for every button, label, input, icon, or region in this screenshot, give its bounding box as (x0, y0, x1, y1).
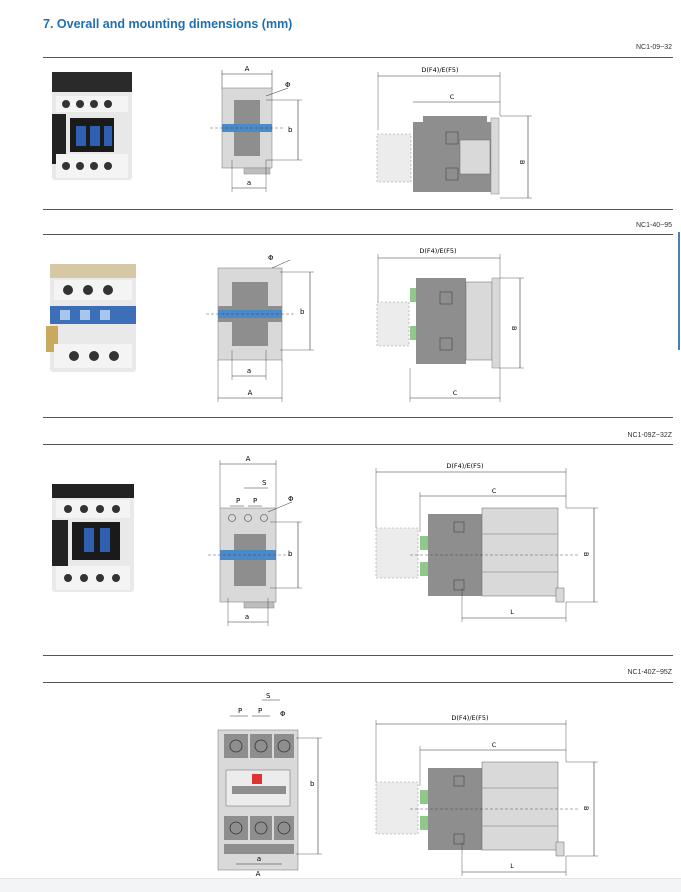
front-view-2: Φ b a A (206, 254, 314, 402)
model-label-2: NC1-40~95 (636, 222, 672, 229)
dim-D-1: D(F4)/E(F5) (421, 66, 458, 74)
section-rule-3a (43, 417, 673, 418)
section-nc1-40-95: Φ b a A D(F4)/E(F5) B C (46, 247, 524, 402)
dim-B-3: B (582, 552, 590, 556)
dim-S-3: S (262, 479, 267, 487)
dim-phi-1: Φ (285, 81, 291, 89)
dim-P-4a: P (238, 707, 242, 715)
dim-P-3a: P (236, 497, 240, 505)
section-rule-1 (43, 57, 673, 58)
dim-D-3: D(F4)/E(F5) (446, 462, 483, 470)
front-view-3: A S P P Φ b a (208, 455, 302, 626)
front-view-4: P P S Φ b a A (217, 692, 322, 878)
dim-b-1: b (288, 126, 293, 134)
dim-A-2: A (248, 389, 253, 397)
front-view-1: A Φ b a (210, 65, 302, 192)
product-photo-1 (52, 72, 132, 180)
side-view-3: D(F4)/E(F5) C B L (375, 462, 598, 622)
dim-S-4: S (266, 692, 271, 700)
dim-L-4: L (510, 862, 514, 870)
dim-B-1: B (518, 160, 526, 164)
dim-L-3: L (510, 608, 514, 616)
dim-B-4: B (582, 806, 590, 810)
dim-P-3b: P (253, 497, 257, 505)
dim-phi-2: Φ (268, 254, 274, 262)
dim-A-3: A (246, 455, 251, 463)
dim-B-2: B (510, 326, 518, 330)
viewer-bottom-bar (0, 878, 681, 892)
model-label-3: NC1-09Z~32Z (627, 432, 672, 439)
side-view-2: D(F4)/E(F5) B C (376, 247, 524, 402)
page-title: 7. Overall and mounting dimensions (mm) (43, 17, 293, 31)
dim-a-4: a (257, 855, 261, 863)
model-label-4: NC1-40Z~95Z (627, 669, 672, 676)
side-view-1: D(F4)/E(F5) C B (376, 66, 532, 199)
dim-A-1: A (245, 65, 250, 73)
dim-b-3: b (288, 550, 293, 558)
section-nc1-40z-95z: P P S Φ b a A D(F4)/E(F5) C B L (217, 692, 598, 878)
section-rule-2b (43, 234, 673, 235)
dim-phi-4: Φ (280, 710, 286, 718)
dim-A-4: A (256, 870, 261, 878)
model-label-1: NC1-09~32 (636, 44, 672, 51)
dim-D-4: D(F4)/E(F5) (451, 714, 488, 722)
dim-a-2: a (247, 367, 251, 375)
section-nc1-09-32: A Φ b a D(F4)/E(F5) C B (52, 65, 532, 199)
dim-D-2: D(F4)/E(F5) (419, 247, 456, 255)
section-nc1-09z-32z: A S P P Φ b a D(F4)/E(F5) C B L (52, 455, 598, 626)
section-rule-3b (43, 444, 673, 445)
dim-C-4: C (492, 741, 497, 749)
section-rule-4b (43, 682, 673, 683)
product-photo-3 (52, 484, 134, 592)
product-photo-2 (46, 264, 136, 372)
dim-C-1: C (450, 93, 455, 101)
dim-phi-3: Φ (288, 495, 294, 503)
page-side-marker (678, 232, 680, 350)
section-rule-4a (43, 655, 673, 656)
dim-b-4: b (310, 780, 315, 788)
dim-C-3: C (492, 487, 497, 495)
dim-P-4b: P (258, 707, 262, 715)
dim-a-1: a (247, 179, 251, 187)
dim-a-3: a (245, 613, 249, 621)
side-view-4: D(F4)/E(F5) C B L (375, 714, 598, 876)
section-rule-2a (43, 209, 673, 210)
dim-b-2: b (300, 308, 305, 316)
dim-C-2: C (453, 389, 458, 397)
